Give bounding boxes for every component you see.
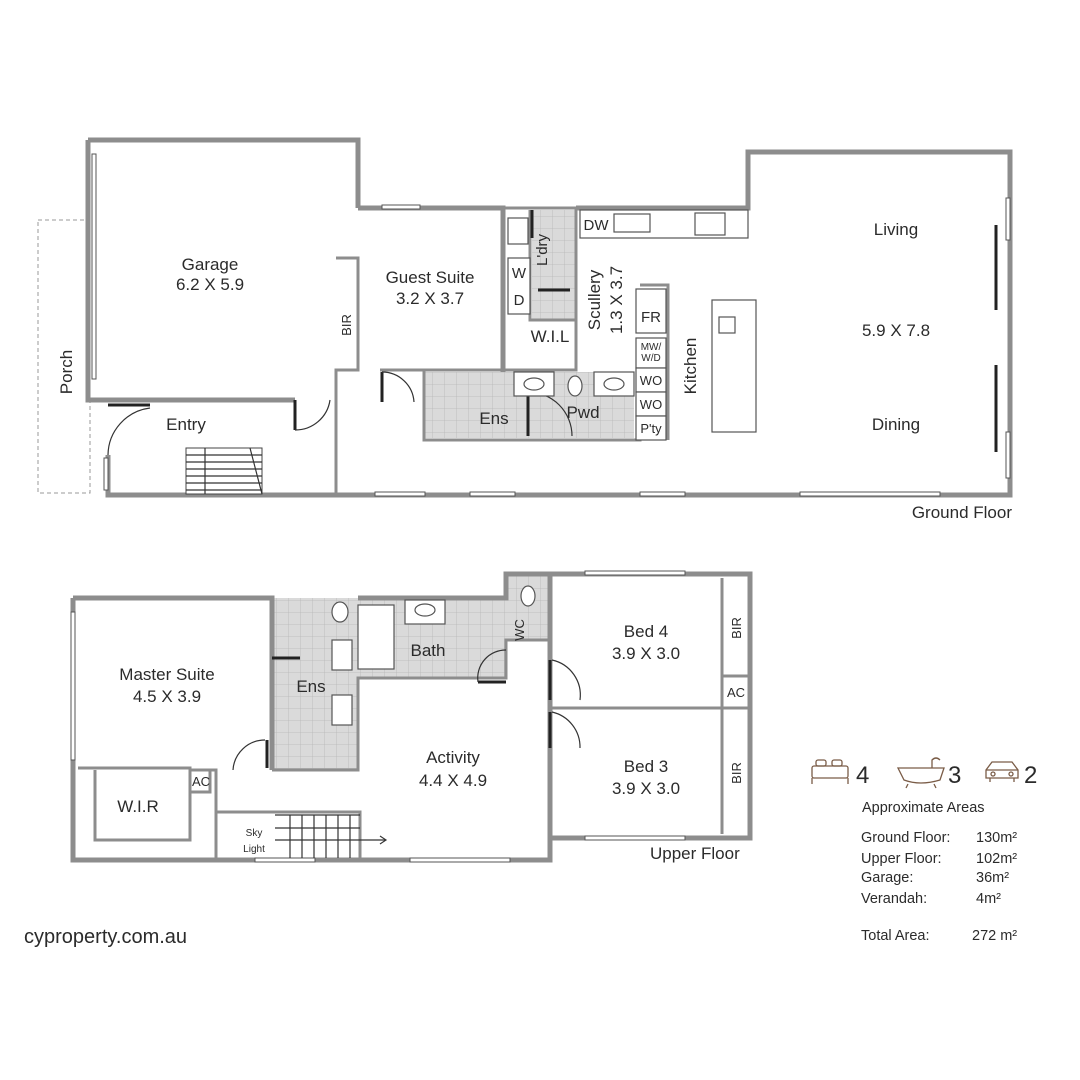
master-suite-label: Master Suite — [119, 665, 214, 684]
upper-ensuite-label: Ens — [296, 677, 325, 696]
skylight-label-2: Light — [243, 844, 265, 855]
guest-suite-size: 3.2 X 3.7 — [396, 289, 464, 308]
master-ac-label: AC — [192, 774, 210, 789]
feature-icons: 4 3 2 — [811, 757, 1037, 789]
bed4-bir-label: BIR — [729, 617, 744, 639]
washer-label: W — [512, 265, 527, 282]
area-row-value: 130m² — [976, 830, 1017, 846]
wil-label: W.I.L — [531, 327, 570, 346]
dryer-label: D — [514, 292, 525, 309]
areas-table: Approximate Areas Ground Floor: 130m² Up… — [861, 800, 1017, 944]
area-row-value: 4m² — [976, 891, 1001, 907]
upper-outer-walls — [70, 571, 753, 863]
area-row-label: Ground Floor: — [861, 830, 950, 846]
total-area-label: Total Area: — [861, 928, 930, 944]
skylight-label: Sky — [246, 828, 263, 839]
upper-windows — [70, 570, 686, 863]
activity-size: 4.4 X 4.9 — [419, 771, 487, 790]
master-suite-size: 4.5 X 3.9 — [133, 687, 201, 706]
total-area-value: 272 m² — [972, 928, 1017, 944]
bed3-bir-label: BIR — [729, 762, 744, 784]
porch-label: Porch — [57, 350, 76, 394]
area-row-label: Upper Floor: — [861, 851, 942, 867]
area-row-value: 102m² — [976, 851, 1017, 867]
website-link[interactable]: cyproperty.com.au — [24, 926, 187, 948]
upper-interior-walls — [78, 578, 752, 860]
bed-count: 4 — [856, 762, 869, 789]
area-row-label: Verandah: — [861, 891, 927, 907]
bath-count: 3 — [948, 762, 961, 789]
ground-ensuite-label: Ens — [479, 409, 508, 428]
garage-bir-label: BIR — [339, 314, 354, 336]
ground-floor-label: Ground Floor — [912, 503, 1012, 522]
interior-walls — [334, 206, 670, 495]
microwave-label: MW/ — [641, 342, 662, 353]
wall-oven-1-label: WO — [640, 373, 662, 388]
activity-label: Activity — [426, 748, 480, 767]
kitchen-label: Kitchen — [681, 338, 700, 395]
laundry-label: L'dry — [534, 233, 551, 266]
laundry-tiles — [532, 210, 576, 320]
bed4-size: 3.9 X 3.0 — [612, 644, 680, 663]
entry-stairs — [185, 447, 263, 495]
guest-suite-label: Guest Suite — [386, 268, 475, 287]
upper-floor-label: Upper Floor — [650, 844, 740, 863]
bed3-label: Bed 3 — [624, 757, 668, 776]
upper-ac-label: AC — [727, 685, 745, 700]
ground-floor-plan: Garage 6.2 X 5.9 Porch Entry BIR Guest S… — [37, 137, 1013, 522]
areas-title: Approximate Areas — [862, 800, 985, 816]
bed-icon — [811, 759, 849, 784]
scullery-label: Scullery — [585, 269, 604, 330]
upper-floor-plan: Master Suite 4.5 X 3.9 Ens W.I.R AC Bath… — [70, 570, 753, 863]
upper-ensuite-tiles — [272, 598, 358, 770]
upper-stairs — [275, 814, 388, 858]
entry-label: Entry — [166, 415, 206, 434]
area-row-label: Garage: — [861, 870, 913, 886]
pantry-label: P'ty — [640, 421, 662, 436]
microwave-label-2: W/D — [641, 353, 660, 364]
dining-label: Dining — [872, 415, 920, 434]
wc-tiles — [506, 574, 552, 640]
bath-icon — [896, 757, 945, 789]
upper-fixtures — [331, 585, 536, 726]
garage-size: 6.2 X 5.9 — [176, 275, 244, 294]
upper-doors — [232, 649, 581, 771]
bath-label: Bath — [411, 641, 446, 660]
porch-outline — [37, 219, 91, 494]
garage-walls — [85, 137, 361, 403]
ground-fixtures — [507, 209, 757, 441]
garage-windows — [91, 153, 1011, 497]
bed3-size: 3.9 X 3.0 — [612, 779, 680, 798]
car-count: 2 — [1024, 762, 1037, 789]
scullery-size: 1.3 X 3.7 — [607, 266, 626, 334]
living-size: 5.9 X 7.8 — [862, 321, 930, 340]
wall-oven-2-label: WO — [640, 397, 662, 412]
powder-label: Pwd — [566, 403, 599, 422]
garage-label: Garage — [182, 255, 239, 274]
dishwasher-label: DW — [584, 217, 610, 234]
living-label: Living — [874, 220, 918, 239]
wir-label: W.I.R — [117, 797, 159, 816]
bed4-label: Bed 4 — [624, 622, 668, 641]
car-icon — [985, 761, 1019, 782]
ground-doors — [107, 210, 998, 456]
wc-label: WC — [512, 619, 527, 641]
fridge-label: FR — [641, 309, 661, 326]
area-row-value: 36m² — [976, 870, 1009, 886]
